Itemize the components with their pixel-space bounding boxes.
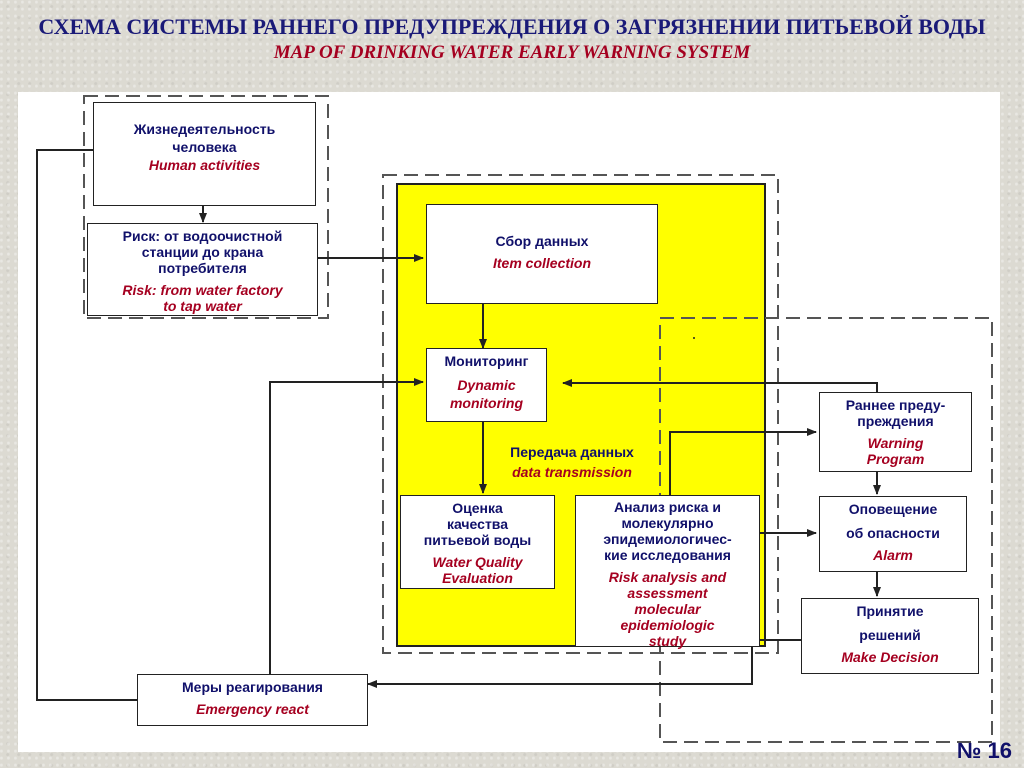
title-english: MAP OF DRINKING WATER EARLY WARNING SYST… [273,42,751,63]
arrow-warning-to-monitoring [562,379,878,392]
line-emergency-to-human [36,149,138,701]
dashed-group-center [382,174,779,654]
arrow-emergency-to-monitoring [269,378,424,675]
dot-mark [693,337,695,339]
box-risk-analysis: Анализ риска и молекулярно эпидемиологич… [575,495,760,649]
title-russian: СХЕМА СИСТЕМЫ РАННЕГО ПРЕДУПРЕЖДЕНИЯ О З… [38,14,986,39]
box-item-collection: Сбор данных Item collection [426,204,658,304]
box-risk: Риск: от водоочистной станции до крана п… [87,223,318,316]
box-alarm: Оповещение об опасности Alarm [819,496,967,572]
box-warning-program: Раннее преду- преждения Warning Program [819,392,972,472]
box-human-activities: Жизнедеятельность человека Human activit… [93,102,316,206]
dashed-group-left [83,95,329,319]
box-emergency-react: Меры реагирования Emergency react [137,674,368,726]
box-water-quality: Оценка качества питьевой воды Water Qual… [400,495,555,589]
page-number: № 16 [956,738,1012,763]
box-make-decision: Принятие решений Make Decision [801,598,979,674]
arrow-analysis-to-warning [669,428,817,495]
arrow-decision-to-emergency [367,639,801,688]
label-data-transmission: Передача данных data transmission [510,444,634,480]
box-monitoring: Мониторинг Dynamic monitoring [426,348,547,422]
